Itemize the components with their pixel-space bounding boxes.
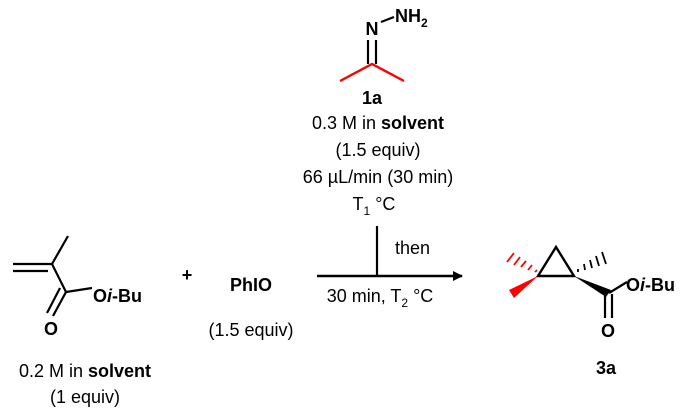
plus-sign: + (182, 265, 193, 285)
reagent-1a-concentration: 0.3 M in solvent (312, 113, 444, 133)
label-1a: 1a (362, 88, 383, 108)
reagent-1a-addition-rate: 66 µL/min (30 min) (303, 167, 453, 187)
product-carbonyl-o: O (601, 321, 615, 341)
red-hashed-methyl (506, 252, 538, 273)
substrate-equiv: (1 equiv) (50, 387, 120, 407)
red-wedged-methyl (509, 276, 538, 298)
isobutyl-methacrylate-structure: Oi-Bu O (13, 235, 142, 339)
atom-n: N (366, 19, 379, 39)
hydrazone-1a-structure: N NH2 (339, 6, 428, 83)
isopropylidene-red-bonds (339, 62, 405, 83)
label-3a: 3a (596, 358, 617, 378)
cyclopropane-product-structure: Oi-Bu O (506, 244, 675, 341)
substrate-ester-oibu: Oi-Bu (93, 286, 142, 306)
oxidant-phio: PhIO (230, 275, 272, 295)
atom-nh2: NH2 (395, 6, 428, 30)
substrate-carbonyl-o: O (44, 319, 58, 339)
bond-n-n (380, 15, 395, 24)
substrate-concentration: 0.2 M in solvent (19, 361, 151, 381)
hashed-methyl (577, 251, 607, 272)
arrow-then-label: then (395, 238, 430, 258)
temperature-t1: T1 °C (353, 194, 396, 218)
oxidant-equiv: (1.5 equiv) (208, 320, 293, 340)
wedged-ester-bond (574, 276, 611, 297)
arrow-conditions: 30 min, T2 °C (327, 286, 434, 310)
product-ester-oibu: Oi-Bu (626, 275, 675, 295)
reagent-1a-equiv: (1.5 equiv) (335, 140, 420, 160)
